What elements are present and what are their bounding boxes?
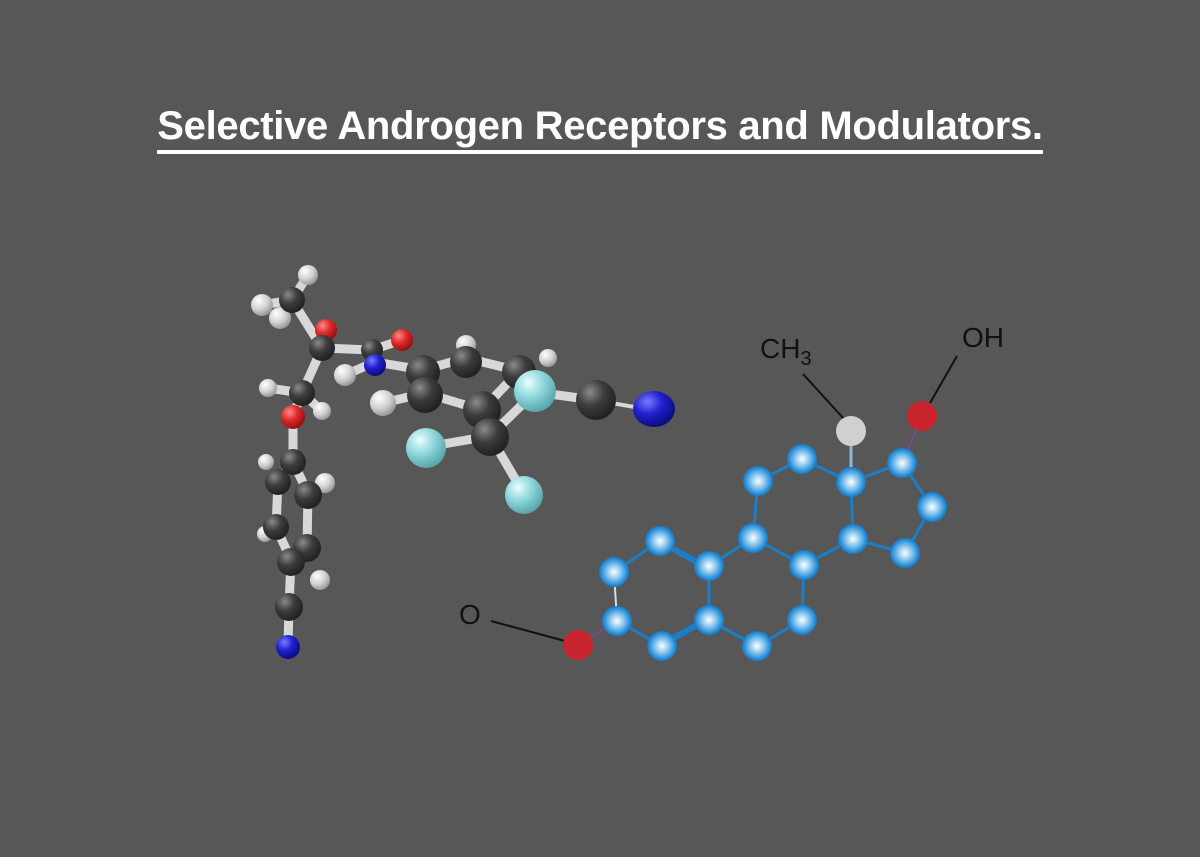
steroid-carbon [602, 606, 632, 636]
carbon-atom [471, 418, 509, 456]
nitrogen-atom [633, 391, 675, 427]
steroid-carbon [647, 631, 677, 661]
hydrogen-atom [259, 379, 277, 397]
carbon-atom [275, 593, 303, 621]
oxygen-atom [391, 329, 413, 351]
steroid-carbon [645, 526, 675, 556]
carbon-atom [294, 481, 322, 509]
nitrogen-atom [364, 354, 386, 376]
hydrogen-atom [313, 402, 331, 420]
steroid-carbon [890, 538, 920, 568]
carbon-atom [576, 380, 616, 420]
hydrogen-atom [370, 390, 396, 416]
steroid-carbon [836, 467, 866, 497]
title-text: Selective Androgen Receptors and Modulat… [157, 104, 1043, 154]
steroid-carbon [787, 605, 817, 635]
steroid-carbon [789, 550, 819, 580]
page-title: Selective Androgen Receptors and Modulat… [0, 104, 1200, 154]
keto-oxygen-atom [563, 630, 593, 660]
steroid-atoms [563, 401, 947, 661]
fluorine-atom [406, 428, 446, 468]
nitrogen-atom [276, 635, 300, 659]
carbon-atom [263, 514, 289, 540]
ch3-label: CH3 [760, 333, 812, 370]
carbon-atom [265, 469, 291, 495]
hydrogen-atom [258, 454, 274, 470]
carbon-atom [277, 548, 305, 576]
hydrogen-atom [310, 570, 330, 590]
methyl-atom [836, 416, 866, 446]
carbon-atom [280, 449, 306, 475]
o-label: O [459, 599, 481, 630]
carbon-atom [309, 335, 335, 361]
steroid-carbon [694, 551, 724, 581]
steroid-carbon [742, 631, 772, 661]
steroid-carbon [787, 444, 817, 474]
carbon-atom [289, 380, 315, 406]
fluorine-atom [514, 370, 556, 412]
oh-label: OH [962, 322, 1004, 353]
sarm-atoms [251, 265, 675, 659]
oh-pointer [929, 355, 958, 404]
carbon-atom [407, 377, 443, 413]
steroid-carbon [743, 466, 773, 496]
hydrogen-atom [334, 364, 356, 386]
hydrogen-atom [251, 294, 273, 316]
steroid-carbon [917, 492, 947, 522]
fluorine-atom [505, 476, 543, 514]
hydrogen-atom [298, 265, 318, 285]
steroid-carbon [694, 605, 724, 635]
ch3-pointer [802, 373, 846, 421]
carbon-atom [450, 346, 482, 378]
steroid-carbon [599, 557, 629, 587]
carbon-atom [279, 287, 305, 313]
o-pointer [490, 620, 566, 642]
hydrogen-atom [539, 349, 557, 367]
hydrogen-atom [269, 307, 291, 329]
hydroxyl-oxygen-atom [907, 401, 937, 431]
oxygen-atom [281, 405, 305, 429]
steroid-carbon [887, 448, 917, 478]
steroid-carbon [738, 523, 768, 553]
steroid-carbon [838, 524, 868, 554]
